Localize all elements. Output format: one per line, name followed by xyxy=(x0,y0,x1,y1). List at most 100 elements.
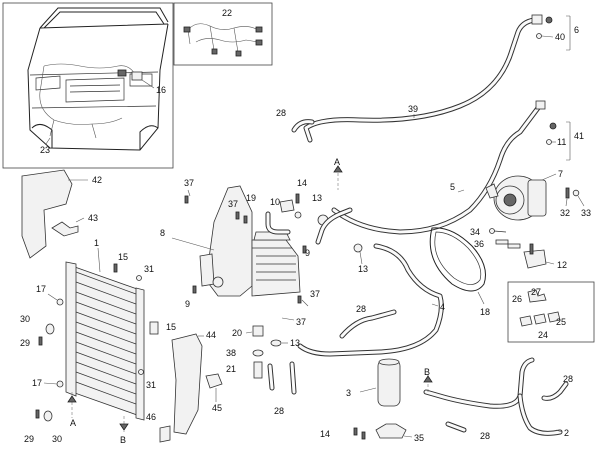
callout-28-mid: 28 xyxy=(356,304,366,314)
callout-17-top: 17 xyxy=(36,284,46,294)
harness-22-plug-c xyxy=(255,39,263,46)
pipe-4-group: 4 28 xyxy=(297,243,445,357)
condenser-tank-right xyxy=(135,287,145,421)
belt-18-outer xyxy=(429,227,486,292)
deflector-42 xyxy=(21,169,73,259)
callout-37-c: 37 xyxy=(310,289,320,299)
evaporator-housing-right xyxy=(251,239,301,297)
vehicle-wiring-harness xyxy=(39,63,137,139)
evaporator-box-8: 8 37 37 37 37 9 9 19 10 14 13 13 xyxy=(160,178,368,327)
leader-20 xyxy=(245,331,253,334)
condenser-core xyxy=(71,265,141,417)
drier-clamp xyxy=(375,423,407,439)
bolt-36-b xyxy=(507,243,521,249)
bracket-12-bolt xyxy=(529,243,534,255)
screw-37-c xyxy=(243,215,248,224)
callout-43: 43 xyxy=(88,213,98,223)
clips-25 xyxy=(519,311,561,327)
callout-32: 32 xyxy=(560,208,570,218)
callout-3: 3 xyxy=(346,388,351,398)
hose-28-top-inner xyxy=(292,120,314,132)
callout-38: 38 xyxy=(226,348,236,358)
connection-a-bottom: A xyxy=(70,418,76,428)
bolt-33-washer xyxy=(572,189,580,197)
hose-28-mid-inner xyxy=(340,310,396,338)
washer-17-bottom xyxy=(56,380,64,388)
callout-20: 20 xyxy=(232,328,242,338)
seal-13-mid xyxy=(353,243,363,253)
leader-37-e xyxy=(281,317,295,321)
screw-14-top xyxy=(295,193,300,204)
leader-33 xyxy=(577,195,585,207)
callout-7: 7 xyxy=(558,169,563,179)
condenser-1: 1 15 15 31 31 17 17 30 29 29 30 A B xyxy=(20,238,176,445)
nut-31-bottom xyxy=(138,369,144,375)
leader-37-a xyxy=(187,189,191,197)
leader-7 xyxy=(541,173,557,181)
screw-14-b xyxy=(361,431,366,440)
hose-28-lower-left-inner xyxy=(268,364,274,390)
callout-30-top: 30 xyxy=(20,314,30,324)
leader-8 xyxy=(171,237,215,251)
suction-pipe-39: 6 40 39 28 A xyxy=(276,14,579,190)
bolt-36-a xyxy=(495,239,509,245)
pipe-39 xyxy=(303,17,537,143)
screw-29-bottom xyxy=(35,409,40,419)
connection-b-bottom-arrow xyxy=(119,423,129,431)
condenser-tank-left xyxy=(65,261,77,397)
callout-28-lower: 28 xyxy=(274,406,284,416)
pipe-2-lower xyxy=(517,393,563,436)
connection-a-top-arrow xyxy=(333,165,343,173)
leader-40 xyxy=(541,35,554,38)
callout-10: 10 xyxy=(270,197,280,207)
harness-22-wires xyxy=(187,23,259,53)
discharge-pipe-5: 41 11 5 xyxy=(331,100,584,235)
pipe-4-inner xyxy=(298,244,443,356)
callout-5: 5 xyxy=(450,182,455,192)
callout-13-bottom: 13 xyxy=(290,338,300,348)
belt-18-inner xyxy=(434,231,482,285)
leader-12 xyxy=(545,261,555,265)
leader-35 xyxy=(403,435,413,438)
callout-27: 27 xyxy=(531,287,541,297)
pipe-5-inner xyxy=(332,106,540,234)
vehicle-windscreen xyxy=(39,7,169,29)
callout-34: 34 xyxy=(470,227,480,237)
screw-37-d xyxy=(297,295,302,304)
support-46 xyxy=(159,425,171,443)
harness-relay xyxy=(131,71,143,81)
pipe-39-inner xyxy=(304,18,536,142)
callout-13-top: 13 xyxy=(312,193,322,203)
callout-21: 21 xyxy=(226,364,236,374)
callout-40: 40 xyxy=(555,32,565,42)
connection-b-top: B xyxy=(424,367,430,377)
callout-26: 26 xyxy=(512,294,522,304)
vehicle-inset-frame xyxy=(2,2,174,169)
connection-a-top: A xyxy=(334,157,340,167)
duct-44-group: 44 46 45 xyxy=(146,330,223,443)
fitting-6-cap xyxy=(545,16,553,24)
callout-42: 42 xyxy=(92,175,102,185)
callout-24: 24 xyxy=(538,330,548,340)
callout-12: 12 xyxy=(557,260,567,270)
drain-valve-20 xyxy=(252,325,264,337)
hose-28-bottom-inner xyxy=(446,422,466,432)
fitting-41-cap xyxy=(549,122,557,130)
nut-31-top xyxy=(136,275,142,281)
connection-a-bottom-arrow xyxy=(67,395,77,403)
callout-23: 23 xyxy=(40,145,50,155)
callout-15-side: 15 xyxy=(166,322,176,332)
leader-4 xyxy=(431,303,439,307)
bolt-34-head xyxy=(489,228,495,234)
callout-44: 44 xyxy=(206,330,216,340)
washer-17-top xyxy=(56,298,64,306)
fitting-11-oring xyxy=(546,139,552,145)
connection-b-top-arrow xyxy=(423,375,433,383)
callout-8: 8 xyxy=(160,228,165,238)
callout-45: 45 xyxy=(212,403,222,413)
pipe-5-fitting xyxy=(535,100,546,110)
callout-13-mid: 13 xyxy=(358,264,368,274)
callout-11: 11 xyxy=(557,137,566,147)
pipe-4 xyxy=(297,243,444,357)
connection-b-bottom: B xyxy=(120,435,126,445)
